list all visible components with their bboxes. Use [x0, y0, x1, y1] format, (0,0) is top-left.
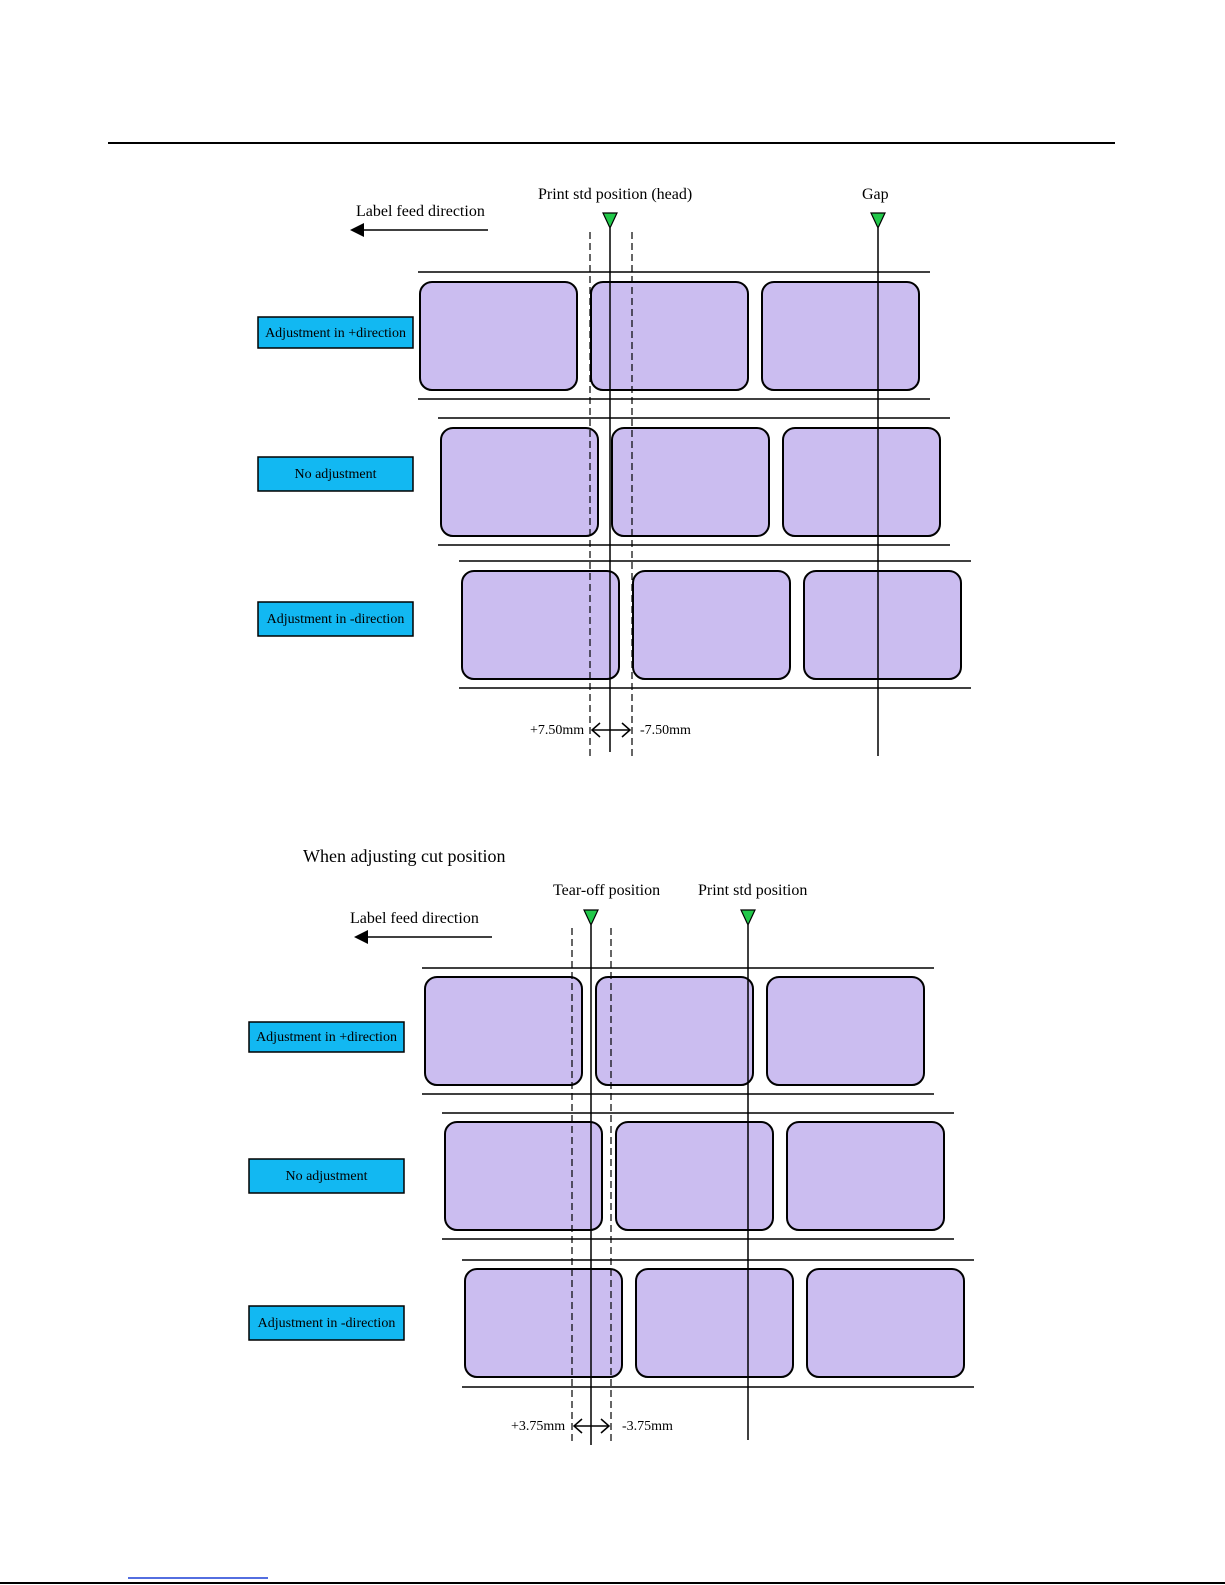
row-label-minus: Adjustment in -direction	[267, 612, 405, 627]
label-card	[465, 1269, 622, 1377]
label-card	[420, 282, 577, 390]
marker-head-label: Print std position (head)	[538, 186, 692, 203]
row-label-minus: Adjustment in -direction	[258, 1316, 396, 1331]
label-card	[787, 1122, 944, 1230]
label-card	[616, 1122, 773, 1230]
marker-head-triangle	[603, 213, 617, 228]
marker-gap-label: Gap	[862, 186, 889, 203]
row-minus	[462, 1260, 974, 1387]
label-card	[762, 282, 919, 390]
feed-direction-label: Label feed direction	[350, 910, 479, 927]
range-double-arrow	[592, 723, 630, 737]
label-card	[612, 428, 769, 536]
label-card	[462, 571, 619, 679]
diagram-print-position: Label feed direction Print std position …	[258, 186, 971, 760]
marker-gap-triangle	[871, 213, 885, 228]
label-card	[636, 1269, 793, 1377]
label-card	[591, 282, 748, 390]
label-card	[767, 977, 924, 1085]
label-card	[445, 1122, 602, 1230]
marker-print-label: Print std position	[698, 882, 807, 899]
label-card	[633, 571, 790, 679]
row-label-none: No adjustment	[285, 1169, 367, 1184]
plus-range-value: +3.75mm	[511, 1419, 565, 1434]
row-none	[438, 418, 950, 545]
minus-range-value: -3.75mm	[622, 1419, 673, 1434]
row-plus	[422, 968, 934, 1094]
marker-tearoff-triangle	[584, 910, 598, 925]
row-label-plus: Adjustment in +direction	[256, 1030, 397, 1045]
diagram-cut-position: When adjusting cut position Label feed d…	[249, 846, 974, 1445]
row-none	[442, 1113, 954, 1239]
row-label-plus: Adjustment in +direction	[265, 326, 406, 341]
label-card	[783, 428, 940, 536]
label-card	[425, 977, 582, 1085]
feed-direction-arrow	[354, 930, 492, 944]
feed-direction-label: Label feed direction	[356, 203, 485, 220]
marker-print-triangle	[741, 910, 755, 925]
cut-position-caption: When adjusting cut position	[303, 846, 505, 866]
row-minus	[459, 561, 971, 688]
label-card	[441, 428, 598, 536]
plus-range-value: +7.50mm	[530, 723, 584, 738]
minus-range-value: -7.50mm	[640, 723, 691, 738]
row-plus	[418, 272, 930, 399]
label-card	[807, 1269, 964, 1377]
label-card	[804, 571, 961, 679]
feed-direction-arrow	[350, 223, 488, 237]
marker-tearoff-label: Tear-off position	[553, 882, 660, 899]
label-card	[596, 977, 753, 1085]
row-label-none: No adjustment	[294, 467, 376, 482]
